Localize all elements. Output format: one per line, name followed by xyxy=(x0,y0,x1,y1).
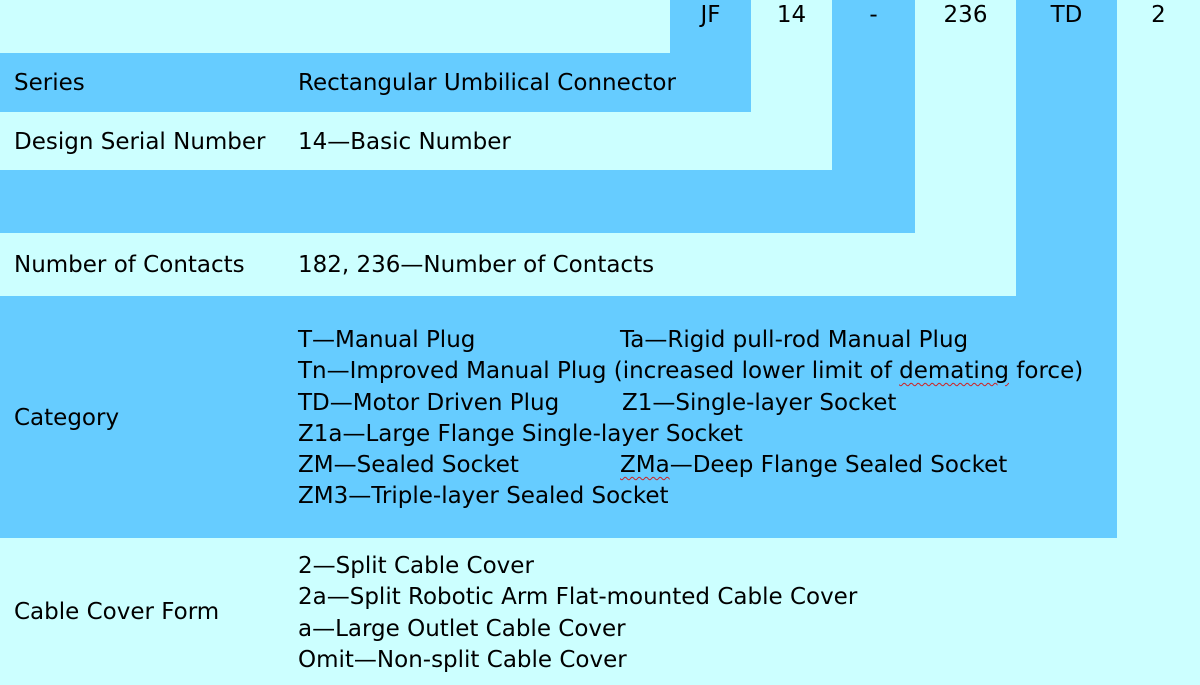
category-label: Category xyxy=(14,405,120,431)
code-series: JF xyxy=(700,2,721,28)
category-item-zm3: ZM3—Triple-layer Sealed Socket xyxy=(298,483,669,509)
category-item-z1: Z1—Single-layer Socket xyxy=(622,390,897,416)
cover-item: 2a—Split Robotic Arm Flat-mounted Cable … xyxy=(298,584,858,610)
category-band xyxy=(0,296,1016,538)
dash-band xyxy=(0,170,832,233)
code-contacts: 236 xyxy=(943,2,988,28)
design-label: Design Serial Number xyxy=(14,129,266,155)
category-item-zma-text: —Deep Flange Sealed Socket xyxy=(669,452,1008,478)
cover-item: a—Large Outlet Cable Cover xyxy=(298,616,626,642)
contacts-label: Number of Contacts xyxy=(14,252,245,278)
category-item-tn: Tn—Improved Manual Plug (increased lower… xyxy=(298,358,1083,384)
cover-label: Cable Cover Form xyxy=(14,599,220,625)
category-item-zma: ZMa—Deep Flange Sealed Socket xyxy=(620,452,1007,478)
series-code-column xyxy=(670,0,751,112)
code-design: 14 xyxy=(776,2,807,28)
category-item-ta: Ta—Rigid pull-rod Manual Plug xyxy=(620,327,969,353)
category-code-column xyxy=(1016,0,1117,538)
category-item-zma-underlined: ZMa xyxy=(620,452,670,478)
series-label: Series xyxy=(14,70,85,96)
category-item-z1a: Z1a—Large Flange Single-layer Socket xyxy=(298,421,743,447)
code-dash: - xyxy=(869,2,878,28)
series-desc: Rectangular Umbilical Connector xyxy=(298,70,676,96)
category-item-tn-end: force) xyxy=(1009,358,1084,384)
category-item-tn-underlined: demating xyxy=(899,358,1009,384)
category-item-tn-text: Tn—Improved Manual Plug (increased lower… xyxy=(298,358,900,384)
category-item-zm: ZM—Sealed Socket xyxy=(298,452,519,478)
category-item-t: T—Manual Plug xyxy=(298,327,476,353)
code-category: TD xyxy=(1050,2,1083,28)
cover-item: Omit—Non-split Cable Cover xyxy=(298,647,627,673)
contacts-desc: 182, 236—Number of Contacts xyxy=(298,252,655,278)
category-item-td: TD—Motor Driven Plug xyxy=(298,390,560,416)
code-cover: 2 xyxy=(1151,2,1166,28)
cover-item: 2—Split Cable Cover xyxy=(298,553,534,579)
dash-code-column xyxy=(832,0,915,233)
design-desc: 14—Basic Number xyxy=(298,129,511,155)
series-band xyxy=(0,53,670,112)
